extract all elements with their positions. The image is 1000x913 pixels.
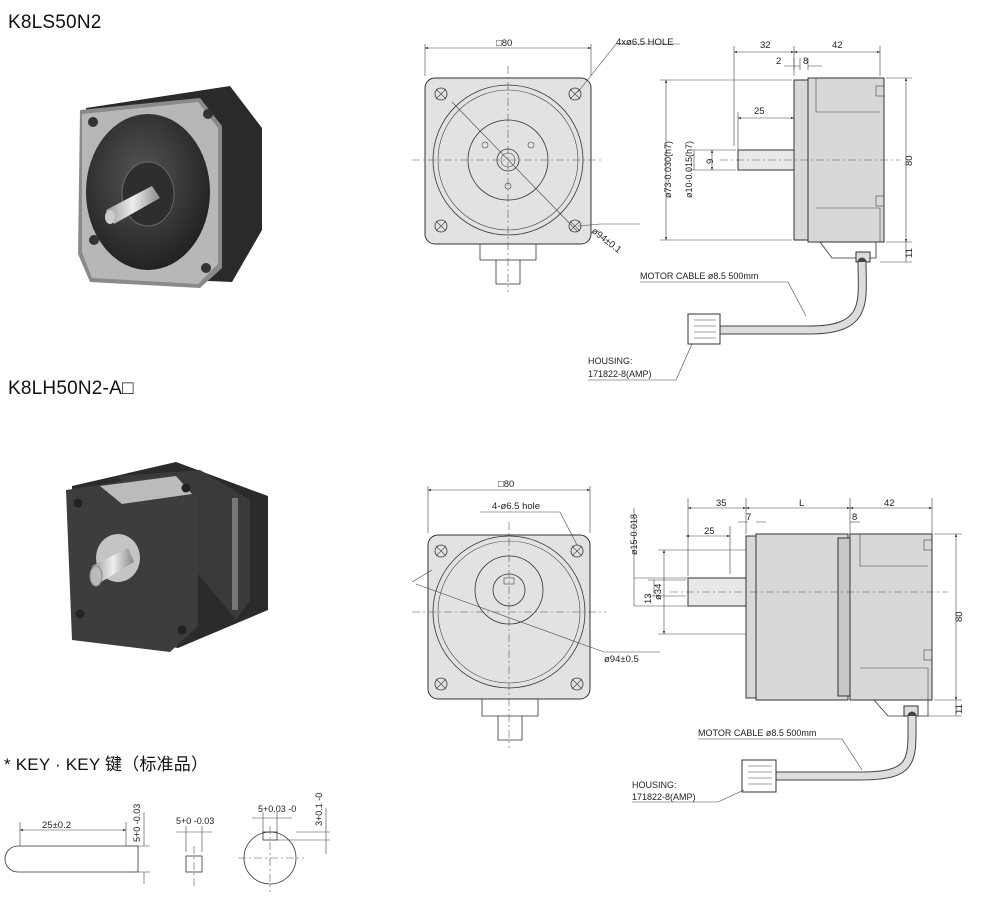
dim-a-80: 80 (904, 155, 915, 166)
dim-b-80: 80 (954, 611, 965, 622)
key-len: 25±0.2 (42, 820, 71, 831)
key-drawing-side (4, 812, 150, 884)
motor-photo-b (66, 462, 268, 652)
dim-b-dia15: ø15-0.018 (629, 514, 639, 555)
dim-a-25: 25 (754, 106, 765, 117)
model-title-b: K8LH50N2-A□ (8, 378, 134, 399)
dim-b-L: L (799, 498, 804, 509)
dim-b-35: 35 (716, 498, 727, 509)
drawing-a-side-view (588, 46, 912, 381)
key-drawing-shaft (238, 808, 330, 892)
key-section-title: * KEY · KEY 键（标准品） (4, 755, 209, 774)
dim-b-7: 7 (746, 512, 751, 523)
drawing-b-side-view (632, 498, 962, 803)
note-b-housing-2: 171822-8(AMP) (632, 792, 696, 802)
note-a-housing-1: HOUSING: (588, 356, 633, 366)
dim-a-2: 2 (776, 56, 781, 67)
dim-a-32: 32 (760, 40, 771, 51)
dim-b-8: 8 (852, 512, 857, 523)
key-drawing-end (176, 826, 212, 886)
note-a-pcd: ø94±0.1 (589, 226, 623, 256)
motor-photo-a (78, 86, 262, 288)
dim-a-9: 9 (705, 159, 716, 164)
dim-a-dia73: ø73-0.030(h7) (663, 141, 673, 198)
dim-b-dia34: ø34 (653, 584, 664, 600)
dim-a-square: □80 (496, 38, 512, 49)
key-depth: 3+0.1 -0 (314, 793, 324, 826)
drawing-a-front-view (412, 43, 680, 292)
dim-a-42: 42 (832, 40, 843, 51)
dim-b-11: 11 (954, 704, 965, 714)
note-b-holes: 4-ø6.5 hole (492, 501, 540, 512)
key-w2: 5+0 -0.03 (176, 816, 214, 826)
dim-b-25: 25 (704, 526, 715, 537)
dim-a-8: 8 (803, 56, 808, 67)
note-b-cable: MOTOR CABLE ø8.5 500mm (698, 728, 816, 738)
note-b-housing-1: HOUSING: (632, 780, 677, 790)
dim-b-42: 42 (884, 498, 895, 509)
note-a-housing-2: 171822-8(AMP) (588, 369, 652, 379)
note-b-pcd: ø94±0.5 (604, 654, 639, 665)
dim-a-11: 11 (904, 248, 915, 258)
dim-a-dia10: ø10-0.015(h7) (684, 141, 694, 198)
note-a-cable: MOTOR CABLE ø8.5 500mm (640, 271, 758, 281)
dim-b-square: □80 (498, 479, 514, 490)
dim-b-13: 13 (643, 593, 654, 604)
drawing-b-front-view (411, 486, 660, 748)
model-title-a: K8LS50N2 (8, 12, 102, 33)
note-a-holes: 4xø6.5 HOLE (616, 37, 674, 48)
key-w3: 5+0.03 -0 (258, 804, 296, 814)
key-w1: 5+0 -0.03 (132, 804, 142, 842)
